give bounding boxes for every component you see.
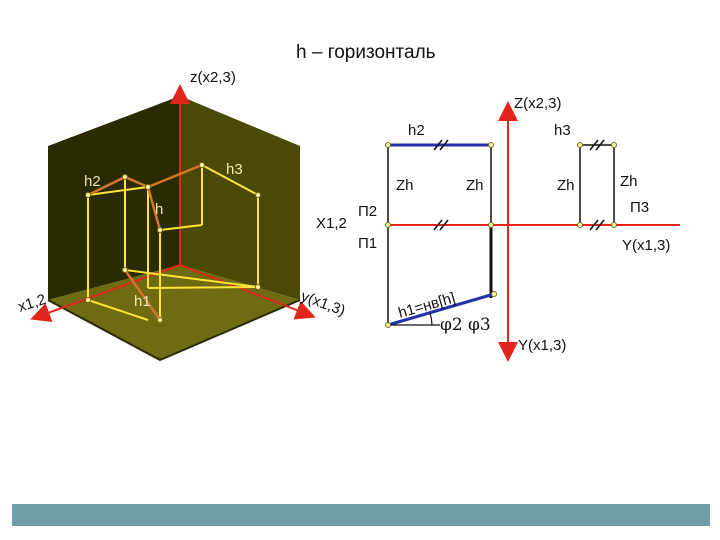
y13-bottom-label: Y(x1,3)	[518, 337, 566, 354]
projection-lines-2d	[387, 145, 615, 325]
h2-label-2d: h2	[408, 122, 425, 139]
zh-label-2: Zh	[466, 177, 484, 194]
equality-marks	[433, 139, 605, 231]
h-line-3d	[124, 175, 149, 189]
slide-title: h – горизонталь	[296, 42, 436, 63]
zh-label-1: Zh	[396, 177, 414, 194]
zh-label-4: Zh	[620, 173, 638, 190]
footer-bar	[12, 504, 710, 526]
right-wall	[180, 96, 300, 300]
h1-label-3d: h1	[134, 293, 151, 310]
floor	[48, 265, 300, 360]
points-2d	[385, 142, 617, 328]
h3-label-2d: h3	[554, 122, 571, 139]
h-label-3d: h	[155, 201, 163, 218]
isometric-figure: z(x2,3) x1,2 y(x1,3) h2 h3 h h1	[16, 69, 348, 362]
x12-label: X1,2	[316, 215, 347, 232]
projection-lines	[87, 164, 259, 321]
phi-arc	[429, 312, 433, 326]
h1-line-2d	[387, 292, 495, 327]
z-axis-label-2d: Z(x2,3)	[514, 95, 562, 112]
phi2-label: φ2	[440, 315, 463, 335]
orange-lines	[87, 163, 203, 321]
h2-line-3d	[87, 175, 126, 197]
h1-line-3d	[123, 269, 162, 321]
y-axis-line	[179, 264, 316, 320]
h2-label-3d: h2	[84, 173, 101, 190]
p2-label: П2	[358, 203, 377, 220]
phi3-label: φ3	[468, 315, 491, 335]
orthographic-figure: Z(x2,3) h2 h3 Zh Zh Zh Zh X1,2 П2 П1 П3 …	[316, 95, 680, 362]
floor-edge	[47, 299, 301, 362]
points-3d	[85, 162, 261, 323]
y13-right-label: Y(x1,3)	[622, 237, 670, 254]
z-axis-label: z(x2,3)	[190, 69, 236, 86]
h3-label-3d: h3	[226, 161, 243, 178]
p1-label: П1	[358, 235, 377, 252]
x-axis-label: x1,2	[16, 291, 48, 316]
zh-label-3: Zh	[557, 177, 575, 194]
p3-label: П3	[630, 199, 649, 216]
